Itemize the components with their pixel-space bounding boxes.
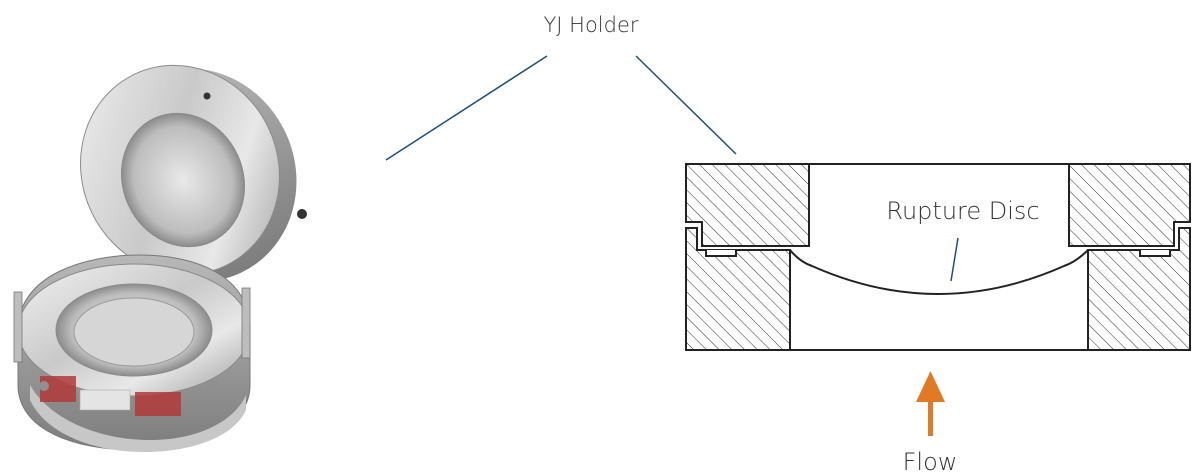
rupture-disc-dome <box>789 249 1089 295</box>
top-flange-right <box>1068 163 1191 247</box>
yj-holder-label: YJ Holder <box>543 13 638 37</box>
holder-leader-left <box>385 55 548 161</box>
cross-section <box>685 163 1191 351</box>
flow-label: Flow <box>903 448 958 476</box>
holder-leader-right <box>635 55 737 155</box>
top-flange-left <box>685 163 810 247</box>
up-arrow-icon <box>916 371 945 436</box>
rupture-disc-label: Rupture Disc <box>886 197 1039 225</box>
cross-section-lines <box>697 163 1179 351</box>
disc-leader <box>950 237 959 282</box>
yj-holder-photo-icon <box>13 64 307 452</box>
